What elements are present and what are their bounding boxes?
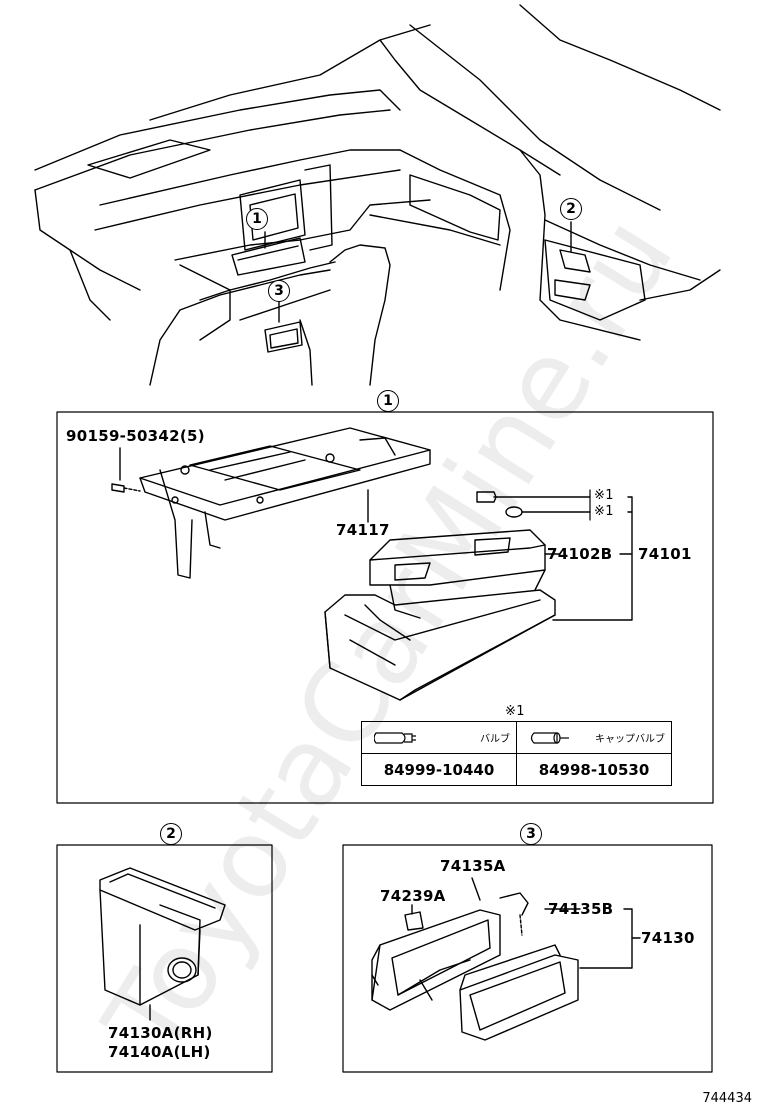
ref-mark-table: ※1 (505, 704, 525, 719)
cap-bulb-name: キャップバルブ (595, 734, 665, 745)
ref-mark-bulb-b: ※1 (594, 504, 614, 519)
drawing-number: 744434 (702, 1091, 752, 1106)
tray-74102b-drawing (369, 529, 546, 619)
section1-title: 1 (377, 390, 399, 412)
section1-frame (56, 411, 714, 804)
glovebox-74101-drawing (324, 589, 556, 701)
ashtray-74130a-drawing (99, 867, 226, 1006)
bulb-table: バルブ キャップバルブ 84999-10440 84998-10530 (361, 721, 672, 786)
cap-bulb-icon (530, 732, 569, 744)
part-74130a-label: 74130A(RH) (108, 1024, 213, 1042)
interior-overview-drawing (34, 4, 721, 386)
bulb-drawings (476, 491, 591, 518)
section2-title: 2 (160, 823, 182, 845)
callout-2-circle: 2 (560, 198, 582, 220)
ref-mark-bulb-a: ※1 (594, 488, 614, 503)
callout-3-circle: 3 (268, 280, 290, 302)
part-74135b-label: 74135B (548, 900, 614, 918)
part-74140a-label: 74140A(LH) (108, 1043, 211, 1061)
section3-title: 3 (520, 823, 542, 845)
part-74130-label: 74130 (641, 929, 695, 947)
part-74117-label: 74117 (336, 521, 390, 539)
box-assy-bracket-line (552, 496, 633, 621)
bulb-icon (374, 732, 416, 744)
cap-bulb-part-number: 84998-10530 (516, 753, 672, 786)
section2-frame (56, 844, 273, 1073)
bulb-table-cell-bulb: バルブ (361, 721, 517, 754)
part-74102b-label: 74102B (547, 545, 613, 563)
bulb-table-cell-cap-bulb: キャップバルブ (516, 721, 672, 754)
part-74239a-label: 74239A (380, 887, 446, 905)
callout-1-circle: 1 (246, 208, 268, 230)
ashtray-assy-74130-drawing (371, 892, 579, 1041)
bulb-part-number: 84999-10440 (361, 753, 517, 786)
part-74101-label: 74101 (638, 545, 692, 563)
part-bolt-label: 90159-50342(5) (66, 427, 205, 445)
bulb-name: バルブ (480, 734, 510, 745)
bracket-74117-drawing (139, 427, 431, 579)
part-74135a-label: 74135A (440, 857, 506, 875)
bolt-drawing (111, 447, 141, 493)
section3-frame (342, 844, 713, 1073)
